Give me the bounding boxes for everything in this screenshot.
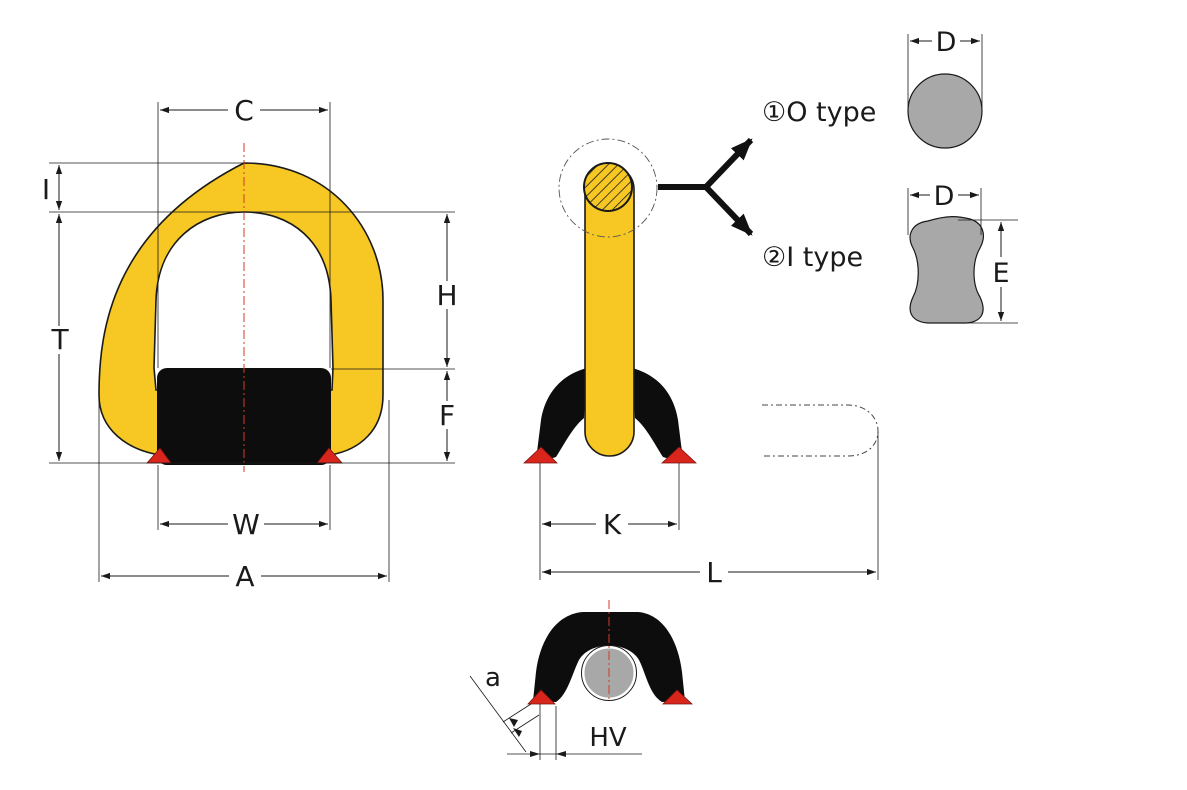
label-c: C <box>234 94 254 127</box>
label-hv: HV <box>589 723 627 753</box>
section-circle-hatched <box>583 162 633 212</box>
detail-circle <box>558 138 658 238</box>
label-h: H <box>436 279 457 312</box>
label-w: W <box>232 508 260 541</box>
base-bottom-view <box>533 612 685 702</box>
label-d-o: D <box>936 27 957 58</box>
label-d-i: D <box>934 181 955 212</box>
weld-left-side <box>522 446 558 464</box>
label-i-type: ②I type <box>762 242 863 273</box>
phantom-ring-outline <box>762 404 879 457</box>
weld-left-bottom <box>527 689 556 705</box>
bottom-view: HV a <box>469 600 694 760</box>
weld-right-bottom <box>662 689 694 705</box>
branch-arrow-down <box>703 184 754 237</box>
label-a-width: A <box>235 560 254 593</box>
label-k: K <box>603 508 622 541</box>
base-leg-left-side <box>537 368 587 459</box>
label-t: T <box>50 323 69 356</box>
side-view: K L <box>522 137 879 589</box>
label-a-weld: a <box>485 663 501 693</box>
section-type-o: ①O type D <box>762 27 983 149</box>
label-l: L <box>706 556 722 589</box>
i-type-section <box>909 216 984 324</box>
section-type-i: ②I type D E <box>762 181 1018 324</box>
label-o-type: ①O type <box>762 97 876 128</box>
o-type-section <box>907 73 983 149</box>
label-i: I <box>42 173 50 206</box>
base-leg-right-side <box>632 368 682 459</box>
branch-arrow-up <box>703 137 754 190</box>
label-f: F <box>439 399 455 432</box>
label-e: E <box>992 258 1009 289</box>
front-view: C I T H F W A <box>42 94 460 593</box>
